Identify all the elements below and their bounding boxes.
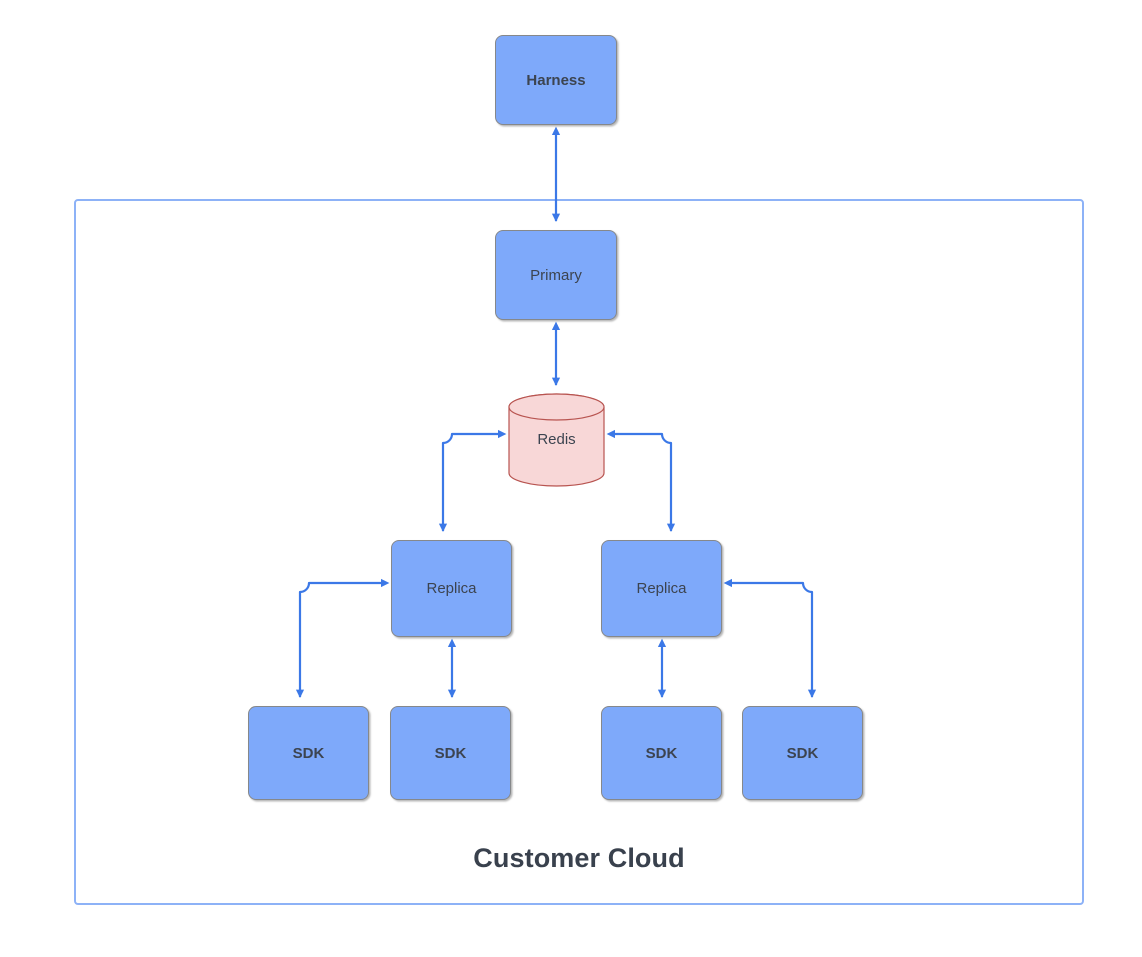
- node-sdk-3: SDK: [601, 706, 722, 800]
- node-sdk-1: SDK: [248, 706, 369, 800]
- cylinder-shape: [508, 393, 605, 487]
- node-label: Replica: [426, 580, 477, 597]
- node-replica-left: Replica: [391, 540, 512, 637]
- node-harness: Harness: [495, 35, 617, 125]
- node-label: SDK: [645, 744, 678, 762]
- node-sdk-4: SDK: [742, 706, 863, 800]
- node-label: SDK: [786, 744, 819, 762]
- db-node-redis: Redis: [508, 393, 605, 487]
- node-label: SDK: [292, 744, 325, 762]
- node-primary: Primary: [495, 230, 617, 320]
- db-node-label: Redis: [537, 431, 576, 448]
- node-replica-right: Replica: [601, 540, 722, 637]
- customer-cloud-label: Customer Cloud: [473, 843, 685, 873]
- customer-cloud-container: [74, 199, 1084, 905]
- node-sdk-2: SDK: [390, 706, 511, 800]
- node-label: Harness: [526, 71, 586, 89]
- node-label: Primary: [530, 266, 582, 284]
- node-label: SDK: [434, 744, 467, 762]
- node-label: Replica: [636, 580, 687, 597]
